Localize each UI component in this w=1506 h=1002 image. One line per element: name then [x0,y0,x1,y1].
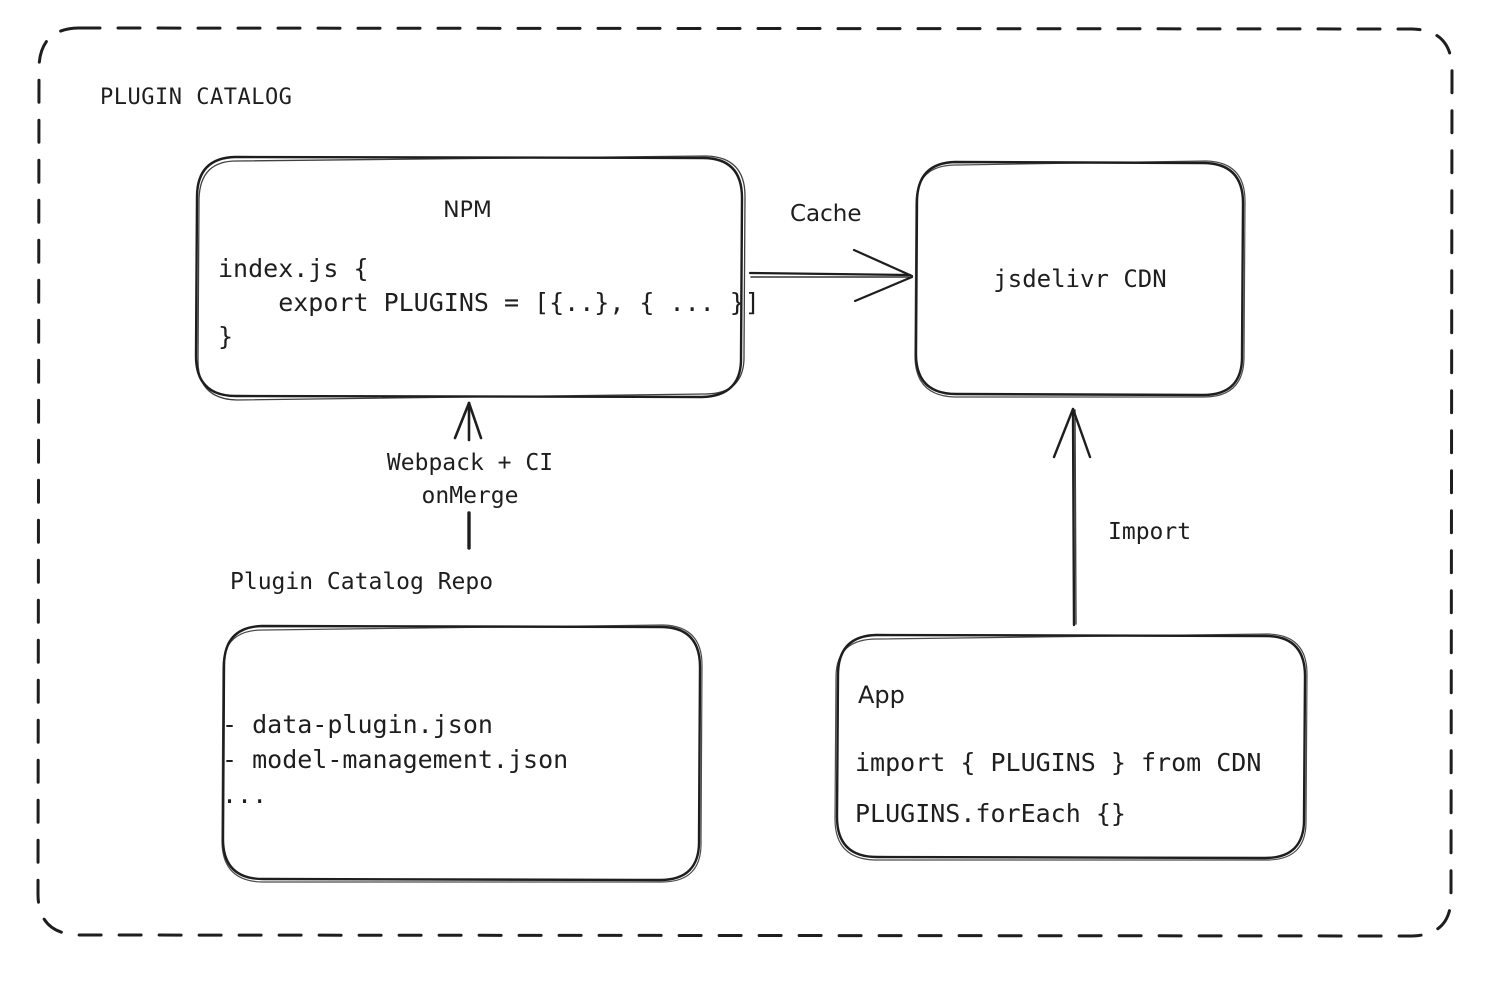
app-node-title: App [858,681,905,709]
app-foreach-line: PLUGINS.forEach {} [855,799,1126,829]
cache-edge-label: Cache [790,201,862,227]
cache-arrow [748,248,914,303]
webpack-ci-edge-label: Webpack + CI onMerge [386,450,554,509]
plugin-catalog-title: PLUGIN CATALOG [100,85,293,110]
import-arrow [1052,407,1092,627]
jsdelivr-cdn-node-title: jsdelivr CDN [993,265,1167,293]
app-node-code: import { PLUGINS } from CDN PLUGINS.forEa… [855,737,1261,840]
app-import-line: import { PLUGINS } from CDN [855,748,1262,777]
plugin-catalog-repo-items: - data-plugin.json - model-management.js… [222,710,569,809]
npm-node-title: NPM [443,198,492,223]
plugin-catalog-repo-title: Plugin Catalog Repo [230,569,494,595]
import-edge-label: Import [1108,519,1192,545]
npm-node-code: index.js { export PLUGINS = [{..}, { ...… [218,254,760,351]
